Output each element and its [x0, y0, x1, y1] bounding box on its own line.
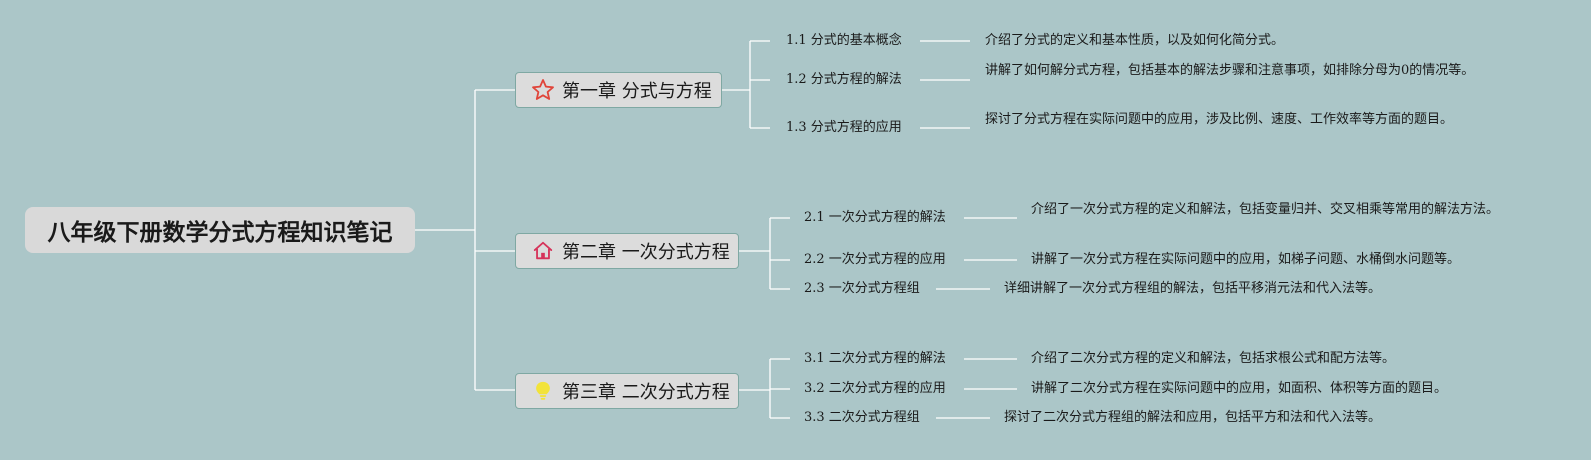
root-title: 八年级下册数学分式方程知识笔记	[47, 220, 393, 246]
section-1-1-desc: 介绍了分式的定义和基本性质，以及如何化简分式。	[985, 33, 1285, 48]
section-3-1-desc: 介绍了二次分式方程的定义和解法，包括求根公式和配方法等。	[1031, 351, 1396, 366]
section-3-2-desc: 讲解了二次分式方程在实际问题中的应用，如面积、体积等方面的题目。	[1031, 381, 1448, 396]
star-icon	[530, 77, 556, 103]
section-1-3[interactable]: 1.3 分式方程的应用	[786, 120, 902, 135]
section-3-1[interactable]: 3.1 二次分式方程的解法	[804, 351, 946, 366]
section-2-1-desc: 介绍了一次分式方程的定义和解法，包括变量归并、交叉相乘等常用的解法方法。	[1031, 202, 1500, 217]
section-3-3[interactable]: 3.3 二次分式方程组	[804, 410, 920, 425]
section-1-2-desc: 讲解了如何解分式方程，包括基本的解法步骤和注意事项，如排除分母为0的情况等。	[985, 63, 1475, 78]
home-icon	[530, 238, 556, 264]
section-2-2[interactable]: 2.2 一次分式方程的应用	[804, 252, 946, 267]
section-3-2[interactable]: 3.2 二次分式方程的应用	[804, 381, 946, 396]
section-1-3-desc: 探讨了分式方程在实际问题中的应用，涉及比例、速度、工作效率等方面的题目。	[985, 112, 1454, 127]
root-node[interactable]: 八年级下册数学分式方程知识笔记	[25, 207, 415, 253]
chapter-node-3[interactable]: 第三章 二次分式方程	[515, 373, 739, 409]
section-2-2-desc: 讲解了一次分式方程在实际问题中的应用，如梯子问题、水桶倒水问题等。	[1031, 252, 1461, 267]
section-1-2[interactable]: 1.2 分式方程的解法	[786, 72, 902, 87]
chapter-node-1[interactable]: 第一章 分式与方程	[515, 72, 722, 108]
section-2-3[interactable]: 2.3 一次分式方程组	[804, 281, 920, 296]
section-2-3-desc: 详细讲解了一次分式方程组的解法，包括平移消元法和代入法等。	[1004, 281, 1382, 296]
chapter-title: 第三章 二次分式方程	[562, 382, 730, 403]
chapter-title: 第二章 一次分式方程	[562, 242, 730, 263]
section-3-3-desc: 探讨了二次分式方程组的解法和应用，包括平方和法和代入法等。	[1004, 410, 1382, 425]
section-2-1[interactable]: 2.1 一次分式方程的解法	[804, 210, 946, 225]
section-1-1[interactable]: 1.1 分式的基本概念	[786, 33, 902, 48]
chapter-node-2[interactable]: 第二章 一次分式方程	[515, 233, 739, 269]
chapter-title: 第一章 分式与方程	[562, 81, 712, 102]
lightbulb-icon	[530, 378, 556, 404]
